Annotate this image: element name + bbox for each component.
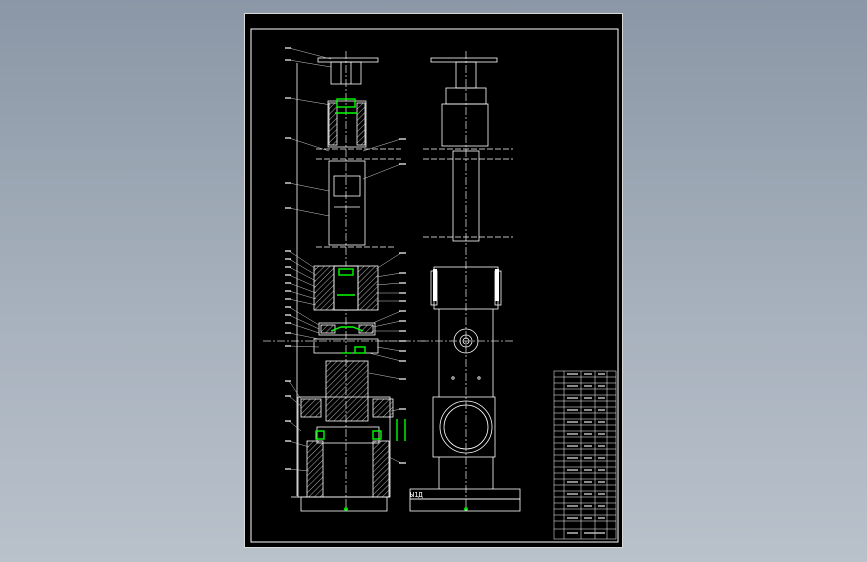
part-leader-lines [288,47,332,472]
side-view-fills [433,269,499,301]
inner-frame [250,28,619,543]
part-balloons-left [285,47,291,470]
part-leader-lines-right [362,138,402,464]
part-balloons-right [399,138,406,464]
title-block [553,370,617,540]
side-view [409,51,521,513]
title-block-label: Ы1Д [410,491,423,499]
highlight-marks [315,98,468,511]
section-view [263,51,426,513]
title-block-text-marks [567,373,605,534]
drawing-sheet: Ы1Д [244,13,623,548]
assembly-drawing: Ы1Д [250,28,619,543]
